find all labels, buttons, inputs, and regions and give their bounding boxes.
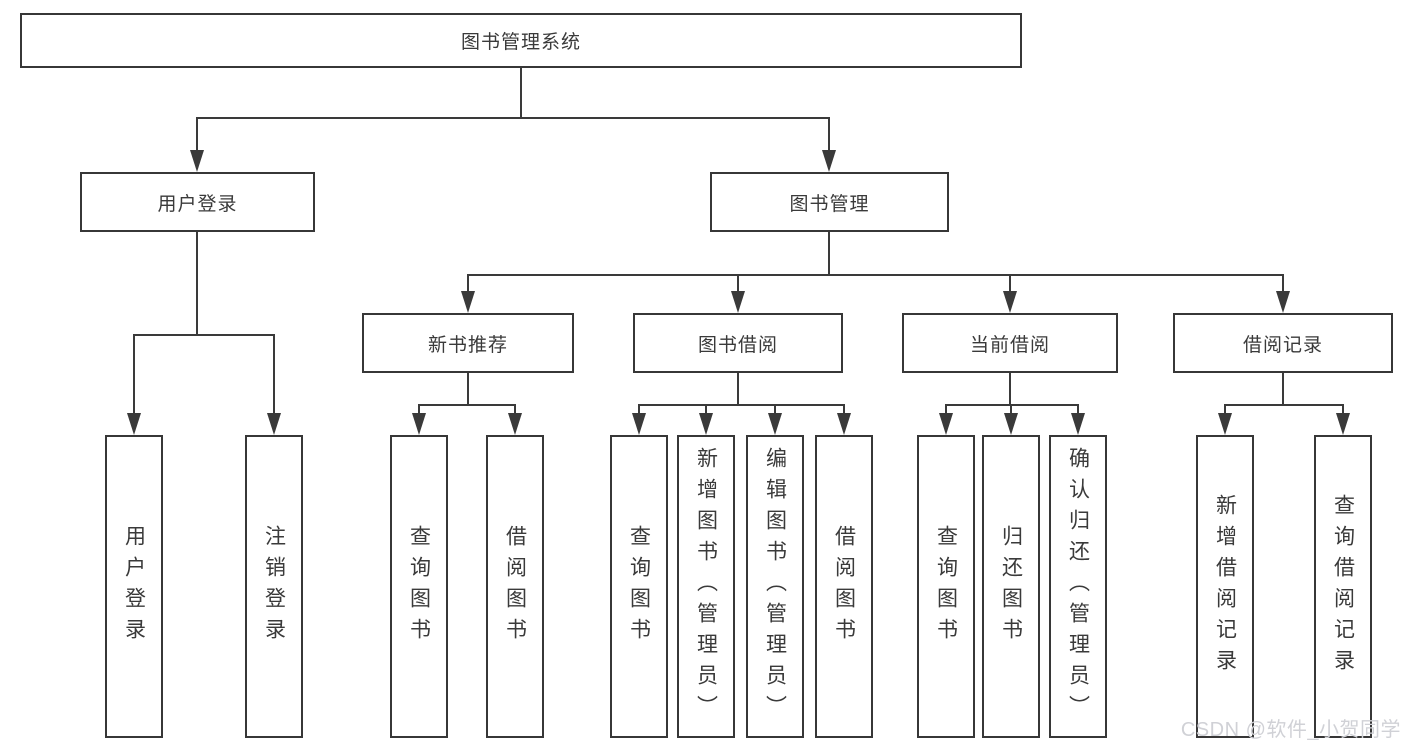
arrow-down-icon xyxy=(837,413,851,435)
arrow-down-icon xyxy=(412,413,426,435)
connector-bookmgmt-to-level3 xyxy=(467,232,1284,292)
leaf-user-login: 用户登录 xyxy=(105,435,163,738)
node-book-borrowing: 图书借阅 xyxy=(633,313,843,373)
csdn-watermark: CSDN @软件_小贺同学 xyxy=(1180,719,1401,741)
arrow-down-icon xyxy=(1071,413,1085,435)
arrowheads xyxy=(127,150,1350,435)
leaf-query-books-current: 查询图书 xyxy=(917,435,975,738)
leaf-confirm-return-admin: 确认归还（管理员） xyxy=(1049,435,1107,738)
arrow-down-icon xyxy=(768,413,782,435)
leaf-query-books-recommend: 查询图书 xyxy=(390,435,448,738)
arrow-down-icon xyxy=(127,413,141,435)
arrow-down-icon xyxy=(267,413,281,435)
leaf-borrow-books-recommend: 借阅图书 xyxy=(486,435,544,738)
arrow-down-icon xyxy=(190,150,204,172)
node-borrowing-records: 借阅记录 xyxy=(1173,313,1393,373)
node-book-management-branch: 图书管理 xyxy=(710,172,949,232)
leaf-logout: 注销登录 xyxy=(245,435,303,738)
connector-newbook-to-leaves xyxy=(418,373,516,414)
connector-records-to-leaves xyxy=(1224,373,1344,414)
arrow-down-icon xyxy=(1003,291,1017,313)
leaf-add-borrow-record: 新增借阅记录 xyxy=(1196,435,1254,738)
node-new-book-recommend: 新书推荐 xyxy=(362,313,574,373)
node-user-login-branch: 用户登录 xyxy=(80,172,315,232)
leaf-add-books-admin: 新增图书（管理员） xyxy=(677,435,735,738)
arrow-down-icon xyxy=(1276,291,1290,313)
arrow-down-icon xyxy=(1218,413,1232,435)
node-root-system: 图书管理系统 xyxy=(20,13,1022,68)
connector-current-to-leaves xyxy=(945,373,1079,414)
arrow-down-icon xyxy=(699,413,713,435)
leaf-edit-books-admin: 编辑图书（管理员） xyxy=(746,435,804,738)
arrow-down-icon xyxy=(939,413,953,435)
arrow-down-icon xyxy=(1004,413,1018,435)
leaf-query-books-borrowing: 查询图书 xyxy=(610,435,668,738)
leaf-return-books: 归还图书 xyxy=(982,435,1040,738)
arrow-down-icon xyxy=(731,291,745,313)
leaf-borrow-books: 借阅图书 xyxy=(815,435,873,738)
arrow-down-icon xyxy=(508,413,522,435)
arrow-down-icon xyxy=(822,150,836,172)
connector-borrow-to-leaves xyxy=(638,373,845,414)
arrow-down-icon xyxy=(632,413,646,435)
node-current-borrowing: 当前借阅 xyxy=(902,313,1118,373)
leaf-query-borrow-record: 查询借阅记录 xyxy=(1314,435,1372,738)
connector-root-to-level2 xyxy=(196,68,830,150)
arrow-down-icon xyxy=(461,291,475,313)
arrow-down-icon xyxy=(1336,413,1350,435)
connector-userlogin-to-leaves xyxy=(133,232,275,414)
